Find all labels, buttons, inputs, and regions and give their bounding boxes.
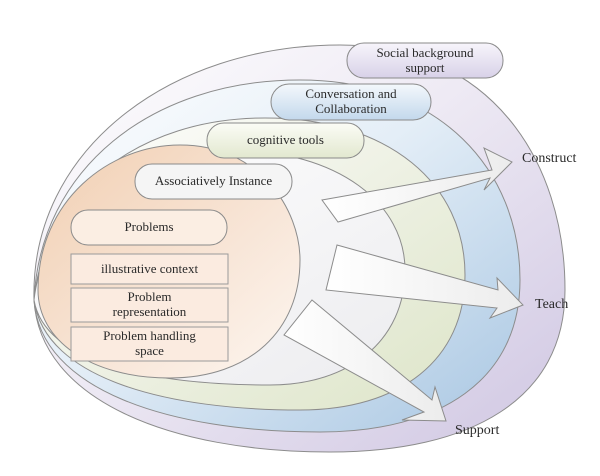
arrow-construct xyxy=(321,146,513,223)
label-problems: Problems xyxy=(71,210,227,245)
label-line: Problem xyxy=(127,289,172,305)
label-line: space xyxy=(135,343,164,358)
label-line: Problem handling xyxy=(103,328,196,344)
label-text: cognitive tools xyxy=(247,132,324,148)
associative-label-pill xyxy=(134,163,293,200)
problem-item-box-1 xyxy=(70,253,229,285)
label-cognitive-tools: cognitive tools xyxy=(207,123,364,158)
label-social-background-support: Social background support xyxy=(347,43,503,78)
arrow-teach xyxy=(325,244,524,320)
label-line: Conversation and xyxy=(305,86,397,102)
problem-item-problem-representation: Problem representation xyxy=(71,288,228,322)
label-text: Problems xyxy=(124,219,174,235)
conversation-label-pill xyxy=(270,83,432,121)
label-line: Collaboration xyxy=(315,101,387,116)
social-label-pill xyxy=(346,42,504,79)
arrow-support xyxy=(283,299,447,422)
label-associatively-instance: Associatively Instance xyxy=(135,164,292,199)
label-text: Associatively Instance xyxy=(154,173,273,189)
label-line: support xyxy=(405,59,445,75)
label-conversation-collaboration: Conversation and Collaboration xyxy=(271,84,431,120)
problems-label-pill xyxy=(70,209,228,246)
problem-item-box-3 xyxy=(70,326,229,362)
label-line: representation xyxy=(112,304,187,319)
problem-item-box-2 xyxy=(70,287,229,323)
output-teach: Teach xyxy=(535,297,569,312)
output-support: Support xyxy=(455,423,500,438)
problem-item-illustrative-context: illustrative context xyxy=(71,254,228,284)
label-line: illustrative context xyxy=(100,260,199,276)
label-line: Social background xyxy=(376,44,474,60)
problem-item-problem-handling-space: Problem handling space xyxy=(71,327,228,361)
cognitive-label-pill xyxy=(206,122,365,159)
output-construct: Construct xyxy=(522,151,577,166)
